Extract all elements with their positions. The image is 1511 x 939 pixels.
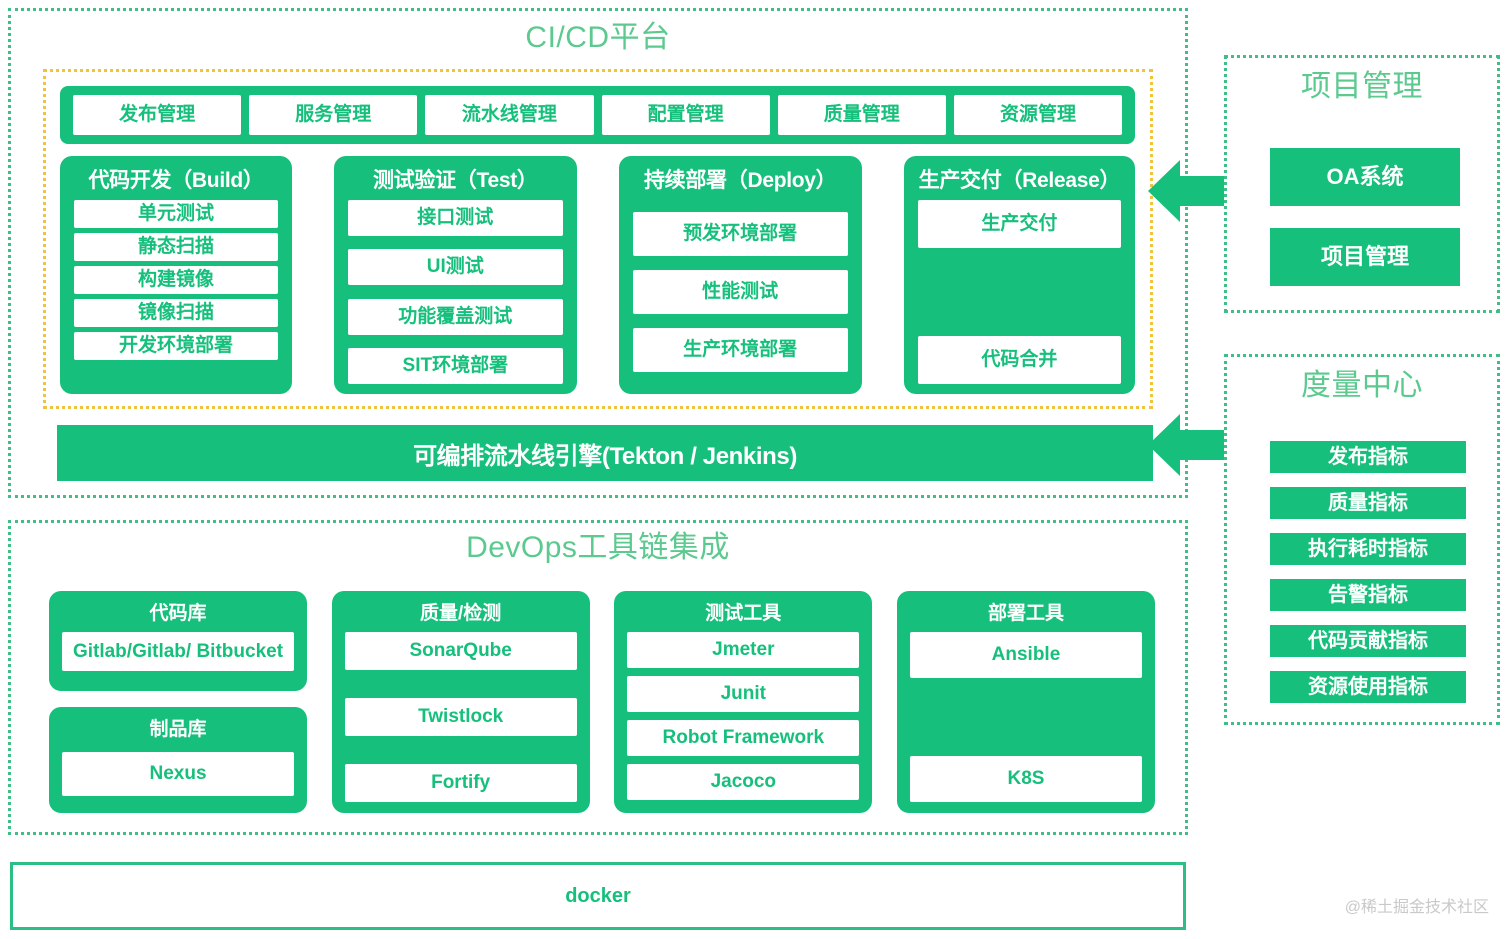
stage-build-title: 代码开发（Build）	[88, 169, 264, 192]
tool-item[interactable]: Ansible	[909, 632, 1142, 678]
stage-item[interactable]: 生产环境部署	[632, 328, 848, 372]
arrow-left-icon	[1148, 160, 1228, 222]
docker-infrastructure-bar: docker	[10, 862, 1186, 930]
stage-release: 生产交付（Release） 生产交付 代码合并	[903, 156, 1135, 394]
stage-connector-3	[862, 156, 904, 394]
stage-test-items: 接口测试 UI测试 功能覆盖测试 SIT环境部署	[348, 200, 563, 384]
stage-release-items: 生产交付 代码合并	[917, 200, 1121, 384]
stage-test-title: 测试验证（Test）	[372, 169, 538, 192]
tool-card-deployment-items: Ansible K8S	[909, 632, 1142, 802]
project-management-panel: 项目管理 OA系统 项目管理	[1224, 55, 1500, 313]
tool-card-quality: 质量/检测 SonarQube Twistlock Fortify	[331, 591, 590, 813]
stage-item[interactable]: 开发环境部署	[74, 332, 279, 360]
tool-group-deployment: 部署工具 Ansible K8S	[896, 591, 1155, 813]
tool-item[interactable]: K8S	[909, 756, 1142, 802]
pm-item-oa-system[interactable]: OA系统	[1270, 148, 1460, 206]
tool-card-code-repo-items: Gitlab/Gitlab/ Bitbucket	[62, 632, 294, 680]
arrow-left-icon	[1148, 414, 1228, 476]
stage-item[interactable]: 预发环境部署	[632, 212, 848, 256]
tab-release-management[interactable]: 发布管理	[73, 95, 242, 135]
stage-item[interactable]: 功能覆盖测试	[348, 298, 563, 335]
cicd-platform-title: CI/CD平台	[525, 21, 671, 54]
stage-test: 测试验证（Test） 接口测试 UI测试 功能覆盖测试 SIT环境部署	[334, 156, 577, 394]
metrics-center-panel: 度量中心 发布指标 质量指标 执行耗时指标 告警指标 代码贡献指标 资源使用指标	[1224, 354, 1500, 725]
stage-item[interactable]: 代码合并	[917, 336, 1121, 384]
stage-deploy-items: 预发环境部署 性能测试 生产环境部署	[632, 200, 848, 384]
arrow-right-icon	[579, 259, 616, 291]
stage-item[interactable]: SIT环境部署	[348, 347, 563, 384]
devops-toolchain-panel: DevOps工具链集成 代码库 Gitlab/Gitlab/ Bitbucket…	[8, 520, 1188, 835]
stage-build-items: 单元测试 静态扫描 构建镜像 镜像扫描 开发环境部署	[74, 200, 279, 384]
tool-card-deployment: 部署工具 Ansible K8S	[896, 591, 1155, 813]
watermark: @稀土掘金技术社区	[1344, 899, 1489, 916]
devops-toolchain-title: DevOps工具链集成	[466, 531, 730, 564]
tool-item[interactable]: SonarQube	[344, 632, 577, 670]
metric-item[interactable]: 执行耗时指标	[1270, 533, 1466, 565]
pipeline-engine-bar: 可编排流水线引擎(Tekton / Jenkins)	[57, 425, 1153, 481]
tool-item[interactable]: Gitlab/Gitlab/ Bitbucket	[62, 632, 294, 671]
stage-release-title: 生产交付（Release）	[918, 169, 1121, 192]
stage-connector-1	[292, 156, 334, 394]
stage-item[interactable]: 生产交付	[917, 200, 1121, 248]
tool-card-testing-items: Jmeter Junit Robot Framework Jacoco	[627, 632, 860, 802]
arrow-right-icon	[295, 259, 332, 291]
arrow-right-icon	[864, 259, 901, 291]
stage-connector-2	[577, 156, 619, 394]
tool-card-quality-title: 质量/检测	[420, 603, 502, 624]
stage-build: 代码开发（Build） 单元测试 静态扫描 构建镜像 镜像扫描 开发环境部署	[60, 156, 293, 394]
metric-item[interactable]: 发布指标	[1270, 441, 1466, 473]
tool-card-quality-items: SonarQube Twistlock Fortify	[344, 632, 577, 802]
stage-item[interactable]: 单元测试	[74, 200, 279, 228]
cicd-stages-container: 发布管理 服务管理 流水线管理 配置管理 质量管理 资源管理 代码开发（Buil…	[43, 69, 1153, 409]
tool-item[interactable]: Jmeter	[627, 632, 860, 668]
tab-config-management[interactable]: 配置管理	[601, 95, 770, 135]
tool-card-code-repo-title: 代码库	[149, 603, 207, 624]
docker-label: docker	[565, 884, 631, 907]
tool-group-testing: 测试工具 Jmeter Junit Robot Framework Jacoco	[614, 591, 873, 813]
tool-item[interactable]: Nexus	[62, 752, 294, 796]
project-management-title: 项目管理	[1301, 70, 1423, 103]
project-management-items: OA系统 项目管理	[1270, 148, 1460, 286]
tool-card-testing: 测试工具 Jmeter Junit Robot Framework Jacoco	[614, 591, 873, 813]
metric-item[interactable]: 告警指标	[1270, 579, 1466, 611]
tool-item[interactable]: Robot Framework	[627, 720, 860, 756]
metric-item[interactable]: 质量指标	[1270, 487, 1466, 519]
tool-card-artifact-repo: 制品库 Nexus	[49, 707, 307, 813]
devops-tool-row: 代码库 Gitlab/Gitlab/ Bitbucket 制品库 Nexus 质…	[49, 591, 1155, 813]
tool-group-repositories: 代码库 Gitlab/Gitlab/ Bitbucket 制品库 Nexus	[49, 591, 307, 813]
pm-item-project-management[interactable]: 项目管理	[1270, 228, 1460, 286]
tool-item[interactable]: Jacoco	[627, 764, 860, 800]
tool-card-artifact-repo-items: Nexus	[62, 748, 294, 802]
tool-item[interactable]: Junit	[627, 676, 860, 712]
metric-item[interactable]: 代码贡献指标	[1270, 625, 1466, 657]
stage-item[interactable]: 接口测试	[348, 200, 563, 236]
cicd-platform-panel: CI/CD平台 发布管理 服务管理 流水线管理 配置管理 质量管理 资源管理 代…	[8, 8, 1188, 498]
pipeline-stage-row: 代码开发（Build） 单元测试 静态扫描 构建镜像 镜像扫描 开发环境部署	[60, 156, 1135, 394]
metric-item[interactable]: 资源使用指标	[1270, 671, 1466, 703]
tool-card-deployment-title: 部署工具	[987, 603, 1064, 624]
tool-card-testing-title: 测试工具	[705, 603, 782, 624]
tool-item[interactable]: Fortify	[344, 764, 577, 802]
tool-item[interactable]: Twistlock	[344, 698, 577, 736]
tab-service-management[interactable]: 服务管理	[249, 95, 418, 135]
metrics-center-items: 发布指标 质量指标 执行耗时指标 告警指标 代码贡献指标 资源使用指标	[1270, 441, 1466, 703]
tab-pipeline-management[interactable]: 流水线管理	[425, 95, 594, 135]
cicd-management-tabstrip: 发布管理 服务管理 流水线管理 配置管理 质量管理 资源管理	[60, 86, 1135, 144]
tool-card-artifact-repo-title: 制品库	[149, 719, 207, 740]
stage-deploy: 持续部署（Deploy） 预发环境部署 性能测试 生产环境部署	[618, 156, 862, 394]
stage-item[interactable]: 构建镜像	[74, 266, 279, 294]
tab-quality-management[interactable]: 质量管理	[777, 95, 946, 135]
tab-resource-management[interactable]: 资源管理	[953, 95, 1123, 135]
stage-item[interactable]: UI测试	[348, 249, 563, 286]
stage-deploy-title: 持续部署（Deploy）	[643, 169, 837, 192]
stage-item[interactable]: 静态扫描	[74, 233, 279, 261]
stage-item[interactable]: 镜像扫描	[74, 299, 279, 327]
tool-group-quality: 质量/检测 SonarQube Twistlock Fortify	[331, 591, 590, 813]
stage-item[interactable]: 性能测试	[632, 270, 848, 314]
metrics-center-title: 度量中心	[1301, 369, 1423, 402]
tool-card-code-repo: 代码库 Gitlab/Gitlab/ Bitbucket	[49, 591, 307, 691]
